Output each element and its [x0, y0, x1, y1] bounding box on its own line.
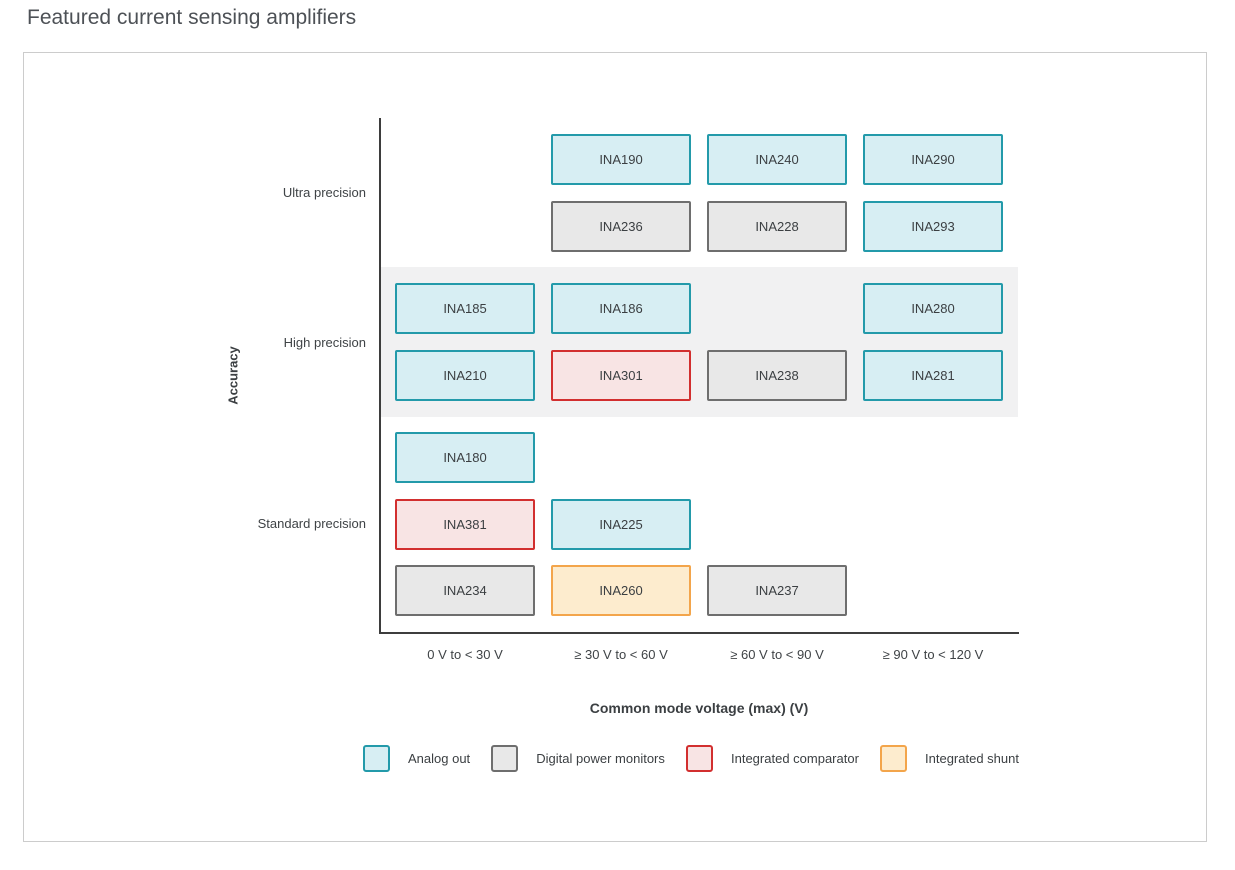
legend-swatch-digital_power_monitor: [491, 744, 519, 772]
part-box-ina281[interactable]: INA281: [863, 350, 1003, 401]
part-box-ina234[interactable]: INA234: [395, 565, 535, 616]
part-box-ina237[interactable]: INA237: [707, 565, 847, 616]
legend-label: Digital power monitors: [536, 750, 665, 766]
part-box-ina238[interactable]: INA238: [707, 350, 847, 401]
part-box-ina260[interactable]: INA260: [551, 565, 691, 616]
part-box-ina228[interactable]: INA228: [707, 201, 847, 252]
x-axis-title: Common mode voltage (max) (V): [589, 700, 809, 716]
legend-label: Analog out: [408, 750, 471, 766]
y-tick-standard-precision: Standard precision: [257, 516, 366, 531]
legend-item-integrated_shunt: Integrated shunt: [880, 744, 1019, 772]
legend-item-analog_out: Analog out: [363, 744, 471, 772]
x-tick-60-90v: ≥ 60 V to < 90 V: [730, 647, 824, 662]
x-tick-0-30v: 0 V to < 30 V: [427, 647, 503, 662]
y-axis-line: [379, 118, 381, 634]
part-box-ina180[interactable]: INA180: [395, 432, 535, 483]
part-box-ina301[interactable]: INA301: [551, 350, 691, 401]
part-box-ina190[interactable]: INA190: [551, 134, 691, 185]
page-title: Featured current sensing amplifiers: [27, 6, 357, 29]
part-box-ina280[interactable]: INA280: [863, 283, 1003, 334]
part-box-ina185[interactable]: INA185: [395, 283, 535, 334]
y-tick-ultra-precision: Ultra precision: [282, 185, 366, 200]
x-tick-90-120v: ≥ 90 V to < 120 V: [882, 647, 984, 662]
x-axis-line: [379, 632, 1019, 634]
legend-item-digital_power_monitor: Digital power monitors: [491, 744, 665, 772]
part-box-ina225[interactable]: INA225: [551, 499, 691, 550]
legend-swatch-integrated_comparator: [686, 744, 713, 772]
y-tick-high-precision: High precision: [283, 335, 366, 350]
legend-label: Integrated shunt: [925, 750, 1019, 766]
part-box-ina381[interactable]: INA381: [395, 499, 535, 550]
part-box-ina210[interactable]: INA210: [395, 350, 535, 401]
part-box-ina186[interactable]: INA186: [551, 283, 691, 334]
part-box-ina236[interactable]: INA236: [551, 201, 691, 252]
legend: Analog out Digital power monitors Integrat…: [363, 744, 1019, 772]
part-box-ina293[interactable]: INA293: [863, 201, 1003, 252]
legend-swatch-analog_out: [363, 744, 390, 772]
legend-item-integrated_comparator: Integrated comparator: [686, 744, 859, 772]
legend-swatch-integrated_shunt: [880, 744, 908, 772]
legend-label: Integrated comparator: [731, 750, 859, 766]
part-box-ina240[interactable]: INA240: [707, 134, 847, 185]
part-box-ina290[interactable]: INA290: [863, 134, 1003, 185]
x-tick-30-60v: ≥ 30 V to < 60 V: [574, 647, 668, 662]
